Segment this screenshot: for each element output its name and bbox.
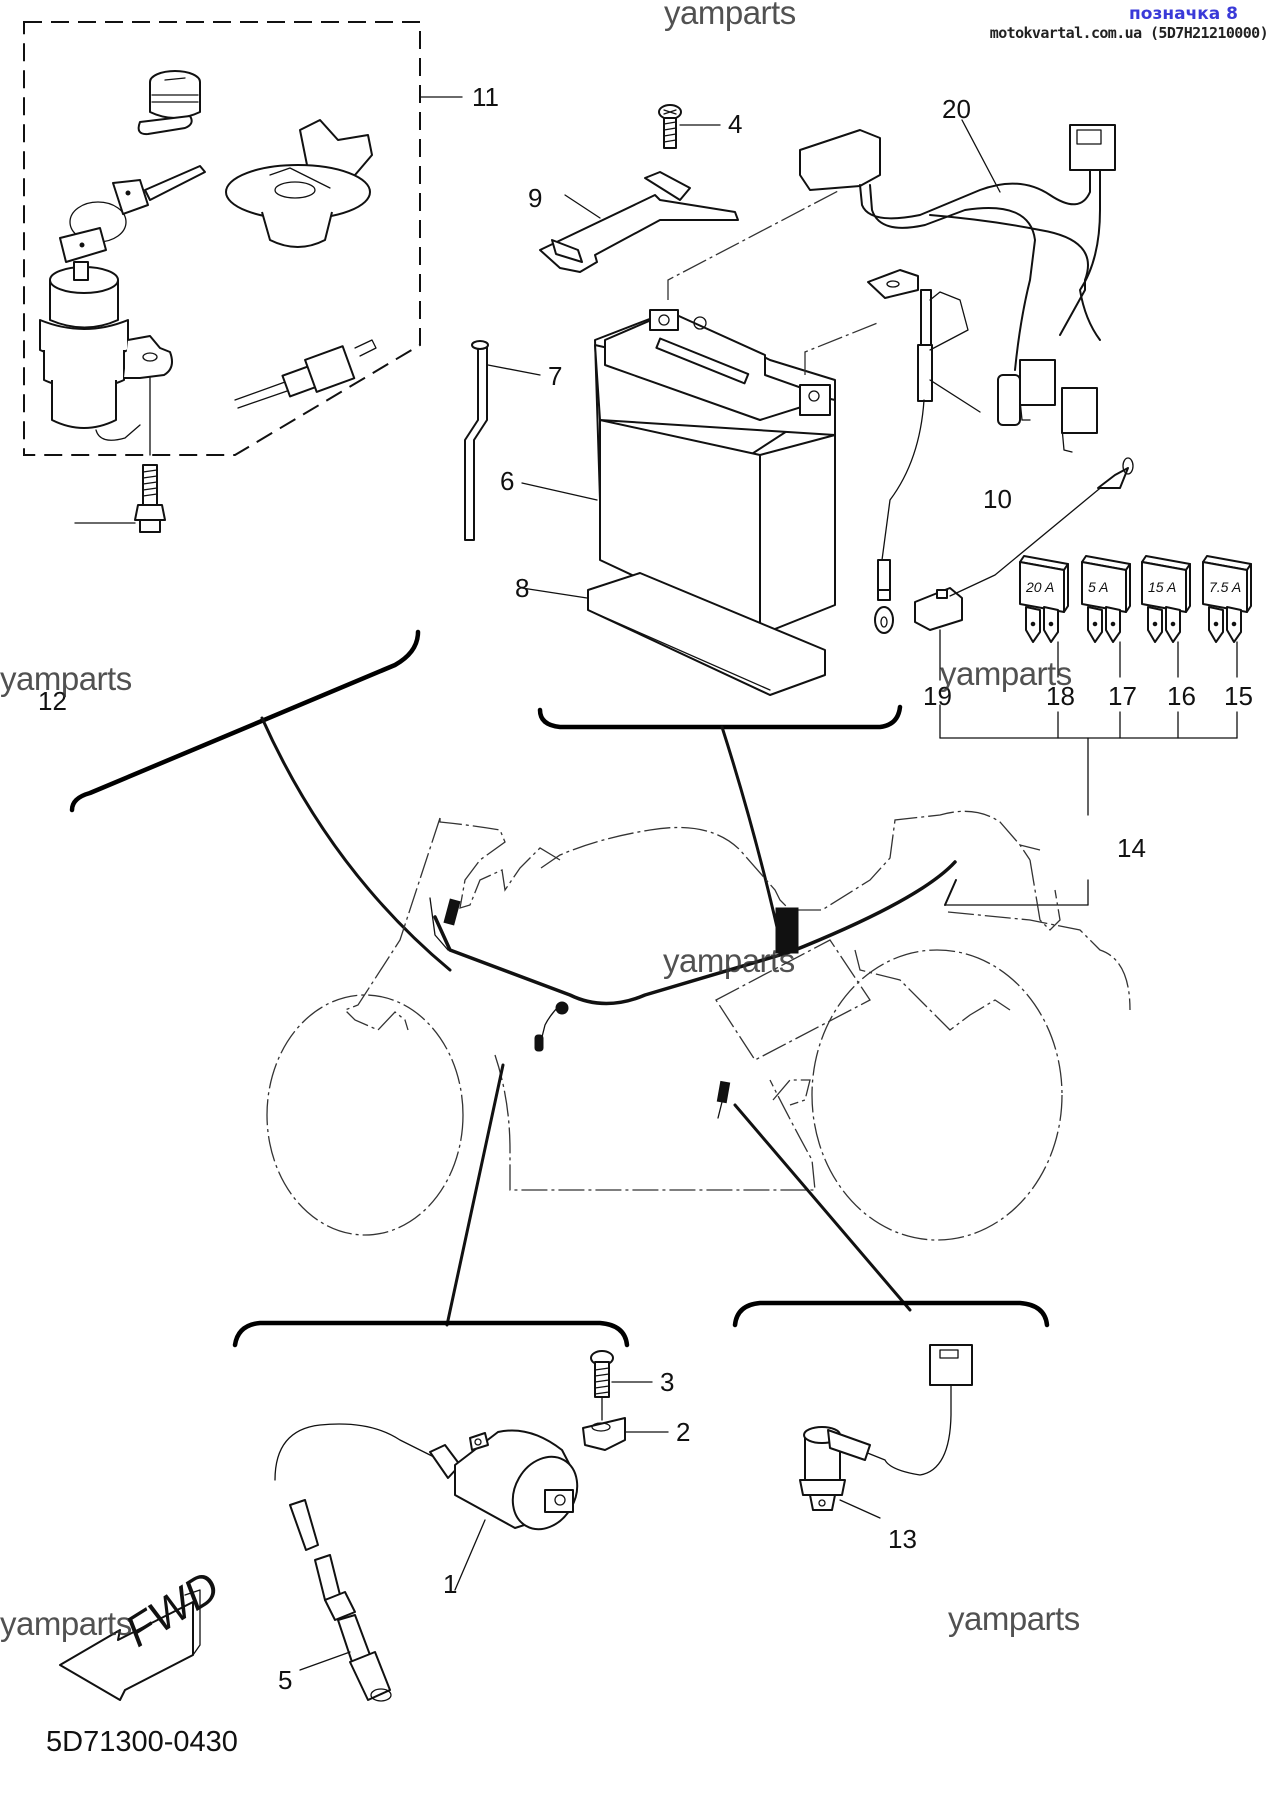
collar-2-icon [582,1417,669,1451]
watermark: yamparts [0,1605,132,1642]
watermark: yamparts [948,1600,1080,1637]
diagram-part-number: 5D71300-0430 [46,1726,238,1758]
fuse-holder-19-icon [914,457,1134,681]
leader-1 [454,1519,486,1591]
fuse-18-icon: 20 A [1019,555,1069,739]
screw-4-icon [658,104,721,149]
neutral-switch-icon [799,1344,973,1519]
fuse-rating-label: 15 A [1148,579,1176,595]
callout-20: 20 [942,94,971,124]
leader-5 [299,1651,351,1671]
battery-minus-lead-icon [867,269,981,634]
callout-11: 11 [472,82,499,112]
fuel-cap-icon [225,119,373,248]
callout-6: 6 [500,466,514,496]
leader-6 [521,482,598,501]
link-battery [720,725,782,942]
callout-9: 9 [528,183,542,213]
source-reference: motokvartal.com.ua (5D7H21210000) [989,24,1269,42]
battery-icon [521,189,881,636]
link-ignition [445,1063,505,1327]
fuse-17-icon: 5 A [1081,555,1131,739]
watermark: yamparts [940,655,1072,692]
brace-battery [537,704,903,730]
callout-17: 17 [1108,681,1137,711]
callout-15: 15 [1224,681,1253,711]
link-neutral [733,1103,912,1312]
link-lock-set [260,716,452,972]
watermark: yamparts [663,942,795,979]
callout-8: 8 [515,573,529,603]
callout-2: 2 [676,1417,690,1447]
lock-set-dashed-frame [23,21,421,456]
callout-19: 19 [923,681,952,711]
callout-16: 16 [1167,681,1196,711]
fuse-group: 20 A 5 A 15 A 7.5 A [914,457,1252,906]
breather-pipe-icon [464,340,541,541]
fuse-rating-label: 5 A [1088,579,1109,595]
fuse-15-icon: 7.5 A [1202,555,1252,739]
forward-arrow-icon [59,1589,201,1701]
callout-labels: 1 2 3 4 5 6 7 8 9 10 11 12 13 14 15 16 1… [38,82,1253,1695]
brace-ignition [232,1320,630,1348]
watermark: yamparts [0,660,132,697]
callout-1: 1 [443,1569,457,1599]
motorcycle-outline [266,810,1131,1241]
link-fuses [944,879,957,906]
seat-lock-icon [137,70,201,136]
callout-14: 14 [1117,833,1146,863]
diagram-tag-label: позначка 8 [1129,4,1238,24]
battery-pad-icon [521,572,826,696]
callout-13: 13 [888,1524,917,1554]
leader-10 [929,379,981,413]
switch-coupler-icon [234,339,377,409]
main-harness-lead-icon [799,119,1116,453]
leader-8 [521,587,588,599]
main-switch-icon [39,261,173,456]
fuse-16-icon: 15 A [1141,555,1191,739]
leader-20 [961,119,1001,193]
bolt-3-icon [590,1350,653,1421]
watermark: yamparts [664,0,796,31]
brace-lock-set [69,629,421,813]
brace-neutral [732,1300,1050,1328]
lock-set-group [23,21,463,456]
ignition-coil-icon [274,1423,579,1591]
wire-harness [429,860,957,1119]
battery-band-icon [539,171,739,273]
callout-10: 10 [983,484,1012,514]
leader-7 [487,364,541,376]
leader-13 [839,1499,881,1519]
callout-7: 7 [548,361,562,391]
spark-plug-cap-icon [289,1499,392,1702]
keys-icon [59,165,206,263]
bolt-12-icon [74,464,166,533]
callout-5: 5 [278,1665,292,1695]
callout-4: 4 [728,109,742,139]
fuses: 20 A 5 A 15 A 7.5 A [1019,555,1252,739]
fuse-rating-label: 7.5 A [1209,579,1241,595]
callout-18: 18 [1046,681,1075,711]
callout-12: 12 [38,686,67,716]
callout-3: 3 [660,1367,674,1397]
leader-9 [564,194,601,219]
fuse-rating-label: 20 A [1025,579,1054,595]
